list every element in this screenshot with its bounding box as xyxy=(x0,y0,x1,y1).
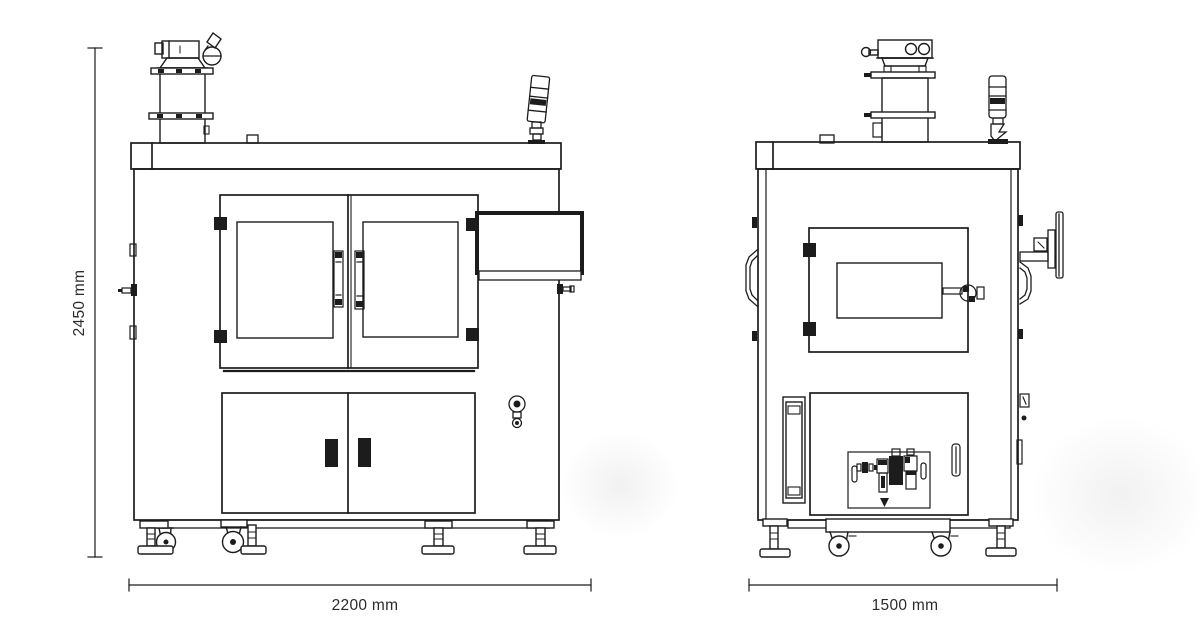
door-handle-left xyxy=(333,250,344,308)
hinge-icon xyxy=(466,328,479,341)
leveling-foot xyxy=(985,518,1017,557)
caster-frame xyxy=(825,518,951,533)
cabinet-handle-icon xyxy=(358,438,371,467)
leveling-foot xyxy=(137,520,174,555)
cabinet-handle-icon xyxy=(325,439,338,467)
side-view xyxy=(745,39,1064,558)
leveling-foot xyxy=(523,520,557,555)
door-window-left xyxy=(236,221,334,339)
monitor-bracket xyxy=(557,284,575,294)
sight-glass xyxy=(782,396,806,504)
dimension-depth: 1500 mm xyxy=(748,578,1058,614)
caster-wheel xyxy=(828,531,857,557)
base-frame xyxy=(159,519,551,529)
hinge-icon xyxy=(214,217,227,230)
front-view xyxy=(118,31,584,555)
door-window-right xyxy=(362,221,459,338)
dimension-height: 2450 mm xyxy=(71,47,103,558)
slot-handle xyxy=(951,443,961,477)
grab-handle-right xyxy=(1019,261,1032,305)
hinge-icon xyxy=(214,330,227,343)
side-hinge-hardware xyxy=(118,243,137,340)
monitor xyxy=(475,211,584,294)
signal-tower-icon xyxy=(988,75,1008,144)
hinge-icon xyxy=(1018,329,1023,339)
signal-tower-icon xyxy=(526,74,551,144)
hinge-icon xyxy=(803,322,816,336)
pneumatic-frl-unit xyxy=(847,448,931,509)
lower-cabinet-doors xyxy=(221,392,476,514)
dimension-height-label: 2450 mm xyxy=(71,270,88,337)
leveling-foot xyxy=(240,524,267,555)
roof-fitting xyxy=(246,134,259,144)
hopper-loader-icon xyxy=(148,31,222,144)
door-handle-right xyxy=(354,250,365,310)
dimension-depth-label: 1500 mm xyxy=(872,597,939,614)
door-latch xyxy=(1016,393,1030,465)
leveling-foot xyxy=(421,520,455,555)
caster-wheel xyxy=(930,531,959,557)
roof-fitting xyxy=(819,134,835,144)
side-lower-door xyxy=(809,392,969,516)
side-door xyxy=(803,227,985,353)
dimension-width: 2200 mm xyxy=(128,578,592,614)
upper-doors xyxy=(214,194,479,373)
hinge-icon xyxy=(752,217,757,228)
caster-wheel xyxy=(220,519,248,554)
grab-handle-left xyxy=(745,249,758,307)
leveling-foot xyxy=(759,518,791,558)
hopper-loader-icon xyxy=(860,39,936,143)
hinge-icon xyxy=(752,331,757,341)
roof-cap xyxy=(755,141,1021,170)
key-switch xyxy=(508,395,526,429)
hinge-icon xyxy=(803,243,816,257)
dimension-width-label: 2200 mm xyxy=(332,597,399,614)
monitor-side xyxy=(1019,211,1064,279)
dimension-annotations: 2450 mm 2200 mm 1500 mm xyxy=(71,47,1058,614)
door-window xyxy=(836,262,943,319)
hinge-icon xyxy=(1018,215,1023,226)
door-latch-handle xyxy=(942,284,985,302)
roof-cap xyxy=(130,142,562,170)
